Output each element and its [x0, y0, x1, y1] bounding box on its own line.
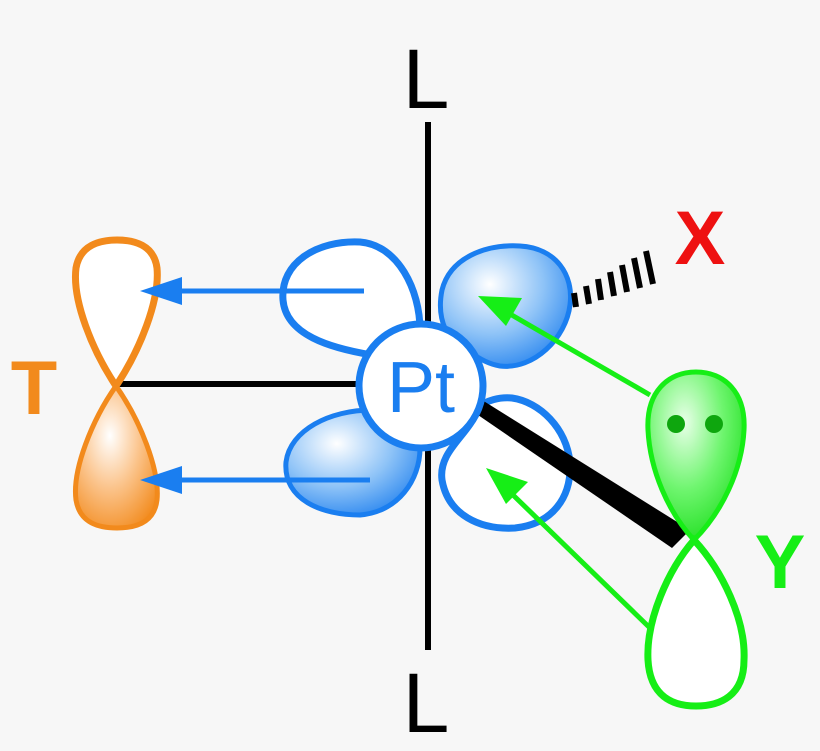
bottom-ligand-label: L — [403, 656, 450, 750]
t-orbital-upper-lobe — [71, 236, 161, 393]
y-orbital-upper-lobe — [645, 369, 747, 544]
lone-pair-dot-right — [705, 415, 723, 433]
hashed-bond-to-x — [571, 250, 656, 308]
t-ligand-label: T — [11, 346, 57, 431]
trans-arrow-lower — [140, 466, 370, 494]
metal-center-circle — [355, 320, 487, 452]
trans-arrow-upper — [140, 277, 364, 305]
top-ligand-label: L — [403, 32, 450, 126]
wedge-bond-to-y — [478, 400, 690, 548]
t-orbital-lower-lobe — [72, 381, 160, 531]
y-ligand-label: Y — [755, 520, 806, 605]
lone-pair-dot-left — [667, 415, 685, 433]
metal-label: Pt — [387, 348, 455, 428]
donation-arrow-lower — [486, 468, 652, 630]
donation-arrow-upper — [478, 296, 652, 398]
y-orbital-lower-lobe — [644, 534, 748, 710]
d-lobe-lower-right — [438, 394, 574, 532]
x-ligand-label: X — [675, 196, 726, 281]
